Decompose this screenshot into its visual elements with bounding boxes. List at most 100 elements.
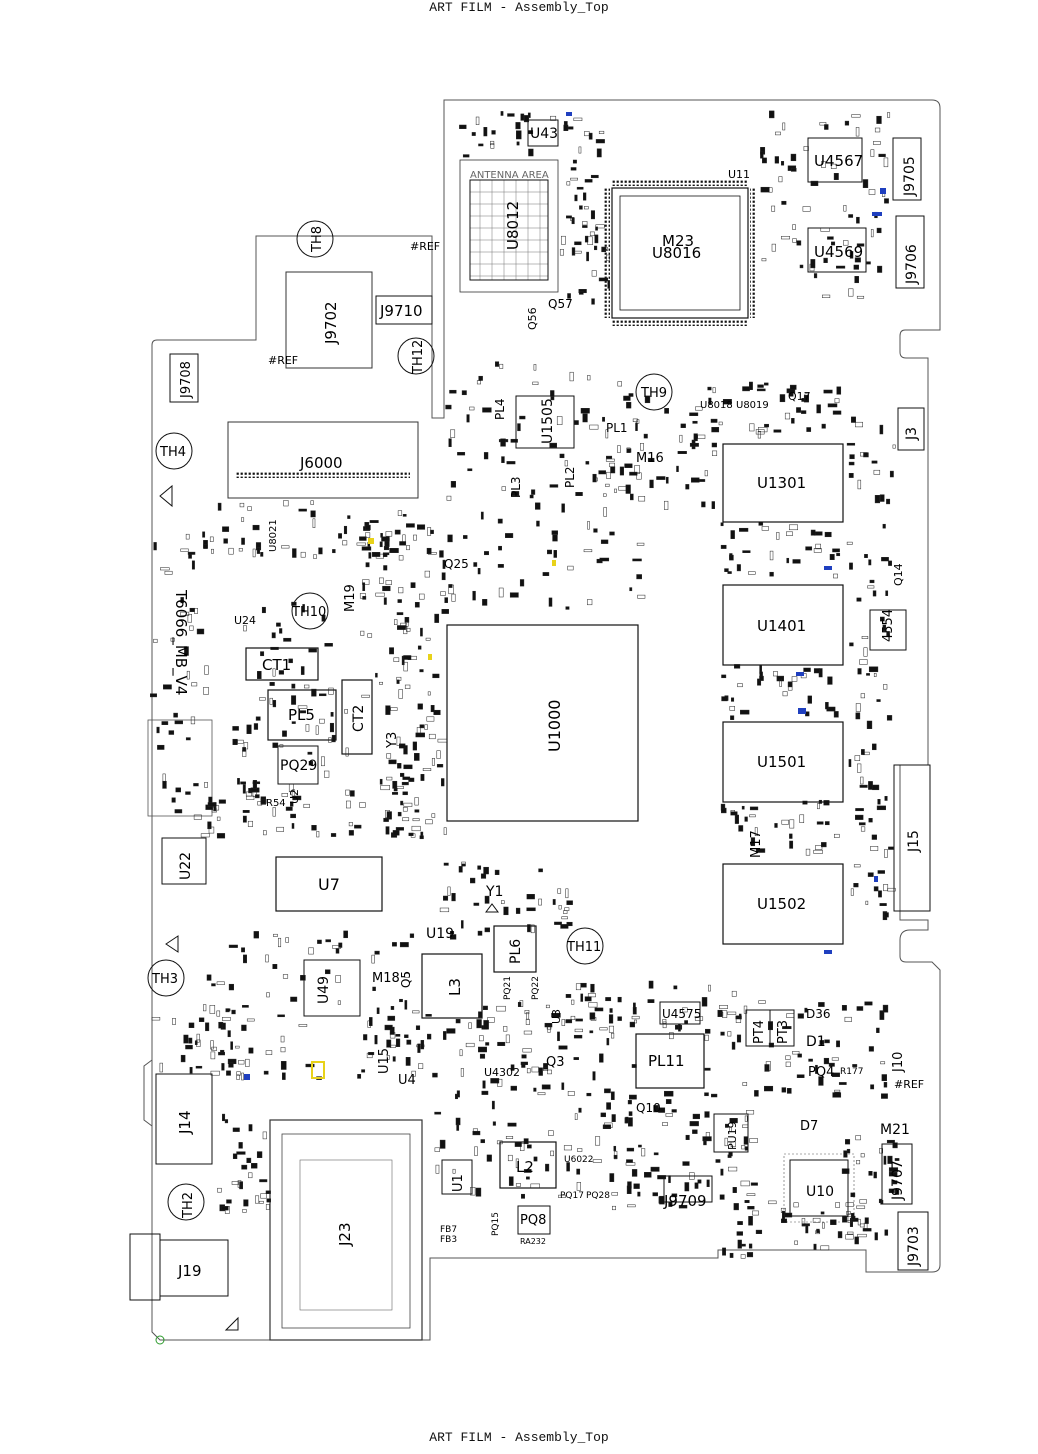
smd-pad [521, 1054, 527, 1059]
smd-pad [350, 790, 355, 797]
chip-u8016 [604, 180, 756, 326]
smd-pad [266, 992, 270, 998]
smd-pad [361, 546, 372, 551]
smd-pad [882, 523, 886, 529]
smd-pad [285, 806, 293, 811]
smd-pad [411, 1070, 416, 1077]
smd-pad [736, 1231, 743, 1236]
smd-pad [698, 479, 706, 482]
smd-pad [435, 1164, 440, 1174]
label-j15: J15 [906, 830, 922, 853]
memory-u1501 [722, 721, 844, 803]
smd-pad [805, 848, 811, 856]
smd-pad [153, 542, 157, 551]
smd-pad [478, 1046, 487, 1053]
smd-pad [859, 1199, 867, 1204]
smd-pad [590, 983, 595, 993]
label-th3: TH3 [151, 972, 178, 987]
label-j9706: J9706 [904, 244, 920, 285]
smd-pad [550, 115, 557, 121]
smd-pad [857, 1233, 867, 1238]
smd-pad [704, 1067, 711, 1071]
smd-pad [265, 1190, 271, 1194]
smd-pad [523, 1030, 533, 1035]
smd-pad [856, 243, 865, 247]
smd-pad [297, 705, 308, 709]
smd-pad [626, 401, 632, 409]
smd-pad [386, 776, 393, 781]
smd-pad [344, 709, 348, 714]
smd-pad [612, 1205, 616, 1211]
smd-pad [461, 390, 467, 396]
smd-pad [196, 628, 205, 635]
label-u24: U24 [234, 614, 256, 627]
smd-pad [708, 984, 711, 992]
smd-pad [574, 1113, 578, 1120]
smd-pad [574, 420, 579, 425]
smd-pad [561, 1082, 565, 1090]
inductor-pl11 [635, 1033, 705, 1089]
smd-pad [417, 524, 426, 530]
smd-pad [536, 520, 540, 527]
smd-pad [577, 1148, 583, 1152]
smd-pad [223, 538, 228, 544]
smd-pad [307, 751, 313, 755]
smd-pad [565, 606, 570, 610]
smd-pad [368, 552, 372, 559]
smd-pad [465, 1042, 475, 1048]
smd-pad [385, 810, 390, 818]
label-u2: U2 [288, 789, 301, 804]
smd-pad [583, 192, 587, 201]
smd-pad [644, 1172, 652, 1178]
smd-pad [578, 291, 584, 295]
label-l2: L2 [516, 1158, 534, 1176]
smd-pad [740, 709, 750, 715]
smd-pad [318, 547, 323, 555]
smd-pad [475, 116, 480, 125]
smd-pad [617, 996, 622, 1003]
smd-pad [728, 1166, 738, 1172]
smd-pad [593, 528, 598, 533]
smd-pad [172, 1018, 176, 1025]
smd-pad [847, 1231, 854, 1235]
smd-pad [868, 1171, 873, 1176]
smd-pad [325, 969, 331, 975]
smd-pad [258, 1200, 264, 1204]
smd-pad [431, 813, 436, 818]
smd-pad [206, 974, 212, 981]
smd-pad [765, 1061, 771, 1071]
smd-pad [801, 410, 807, 414]
smd-pad [422, 768, 432, 771]
smd-pad [480, 511, 484, 520]
smd-pad [746, 1110, 755, 1115]
smd-pad [741, 1243, 746, 1247]
smd-pad [483, 452, 489, 460]
smd-pad [817, 803, 820, 810]
smd-pad [781, 200, 787, 205]
smd-pad [619, 466, 624, 476]
smd-pad [866, 261, 871, 265]
smd-pad [881, 1093, 888, 1099]
label-u8012: U8012 [504, 201, 522, 250]
smd-pad [203, 1004, 207, 1012]
smd-pad [864, 554, 868, 558]
smd-pad [569, 371, 574, 382]
smd-pad [196, 1033, 200, 1043]
smd-pad [609, 531, 615, 536]
smd-pad [369, 520, 379, 523]
smd-pad [210, 1051, 216, 1060]
smd-pad [311, 688, 317, 697]
smd-pad [161, 721, 169, 725]
smd-pad [399, 942, 409, 948]
smd-pad [397, 763, 402, 769]
smd-pad [472, 590, 476, 601]
smd-pad [396, 736, 401, 746]
smd-pad [187, 614, 192, 623]
smd-pad [160, 567, 170, 571]
smd-pad [514, 1141, 522, 1147]
label-q3: Q3 [546, 1055, 565, 1070]
smd-pad [836, 1040, 840, 1048]
smd-pad [884, 198, 889, 204]
connector-j9710 [375, 295, 433, 325]
smd-pad [184, 646, 189, 656]
